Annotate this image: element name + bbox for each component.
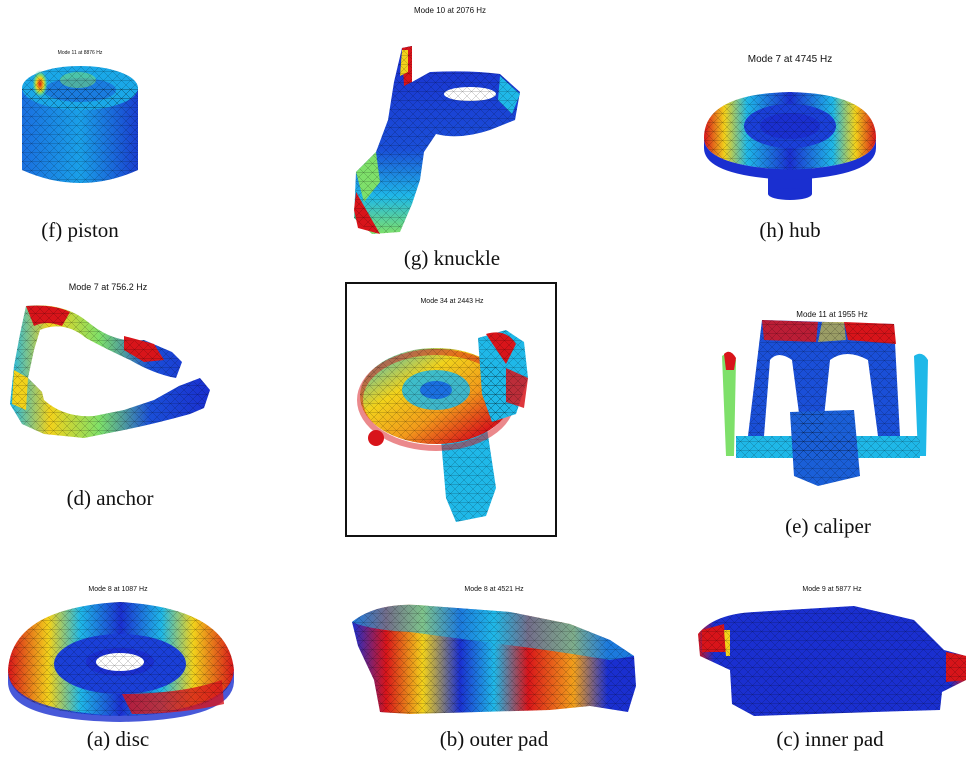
mode-title-hub: Mode 7 at 4745 Hz bbox=[747, 54, 833, 65]
disc-model bbox=[8, 602, 234, 722]
highlight-frame bbox=[345, 282, 557, 537]
caption-inner-pad: (c) inner pad bbox=[776, 727, 884, 751]
hub-model bbox=[704, 92, 876, 200]
anchor-model bbox=[10, 305, 210, 438]
caption-hub: (h) hub bbox=[759, 218, 821, 242]
mode-title-inner-pad: Mode 9 at 5877 Hz bbox=[802, 586, 862, 593]
caption-piston: (f) piston bbox=[41, 218, 119, 242]
mode-title-assembly: Mode 34 at 2443 Hz bbox=[420, 298, 484, 305]
caption-anchor: (d) anchor bbox=[66, 486, 154, 510]
caliper-model bbox=[722, 320, 928, 486]
caption-caliper: (e) caliper bbox=[785, 514, 871, 538]
knuckle-model bbox=[354, 46, 520, 234]
caption-disc: (a) disc bbox=[86, 727, 150, 751]
caption-knuckle: (g) knuckle bbox=[403, 246, 501, 270]
caption-outer-pad: (b) outer pad bbox=[439, 727, 549, 751]
assembly-model bbox=[357, 330, 528, 522]
mode-title-disc: Mode 8 at 1087 Hz bbox=[88, 586, 148, 593]
inner-pad-model bbox=[698, 606, 966, 716]
outer-pad-model bbox=[352, 604, 636, 714]
mode-title-anchor: Mode 7 at 756.2 Hz bbox=[68, 282, 148, 292]
mode-title-outer-pad: Mode 8 at 4521 Hz bbox=[464, 586, 524, 593]
mode-title-piston: Mode 11 at 8876 Hz bbox=[57, 50, 103, 56]
mode-title-caliper: Mode 11 at 1955 Hz bbox=[796, 310, 868, 319]
mode-title-knuckle: Mode 10 at 2076 Hz bbox=[413, 6, 487, 15]
piston-model bbox=[22, 66, 138, 183]
